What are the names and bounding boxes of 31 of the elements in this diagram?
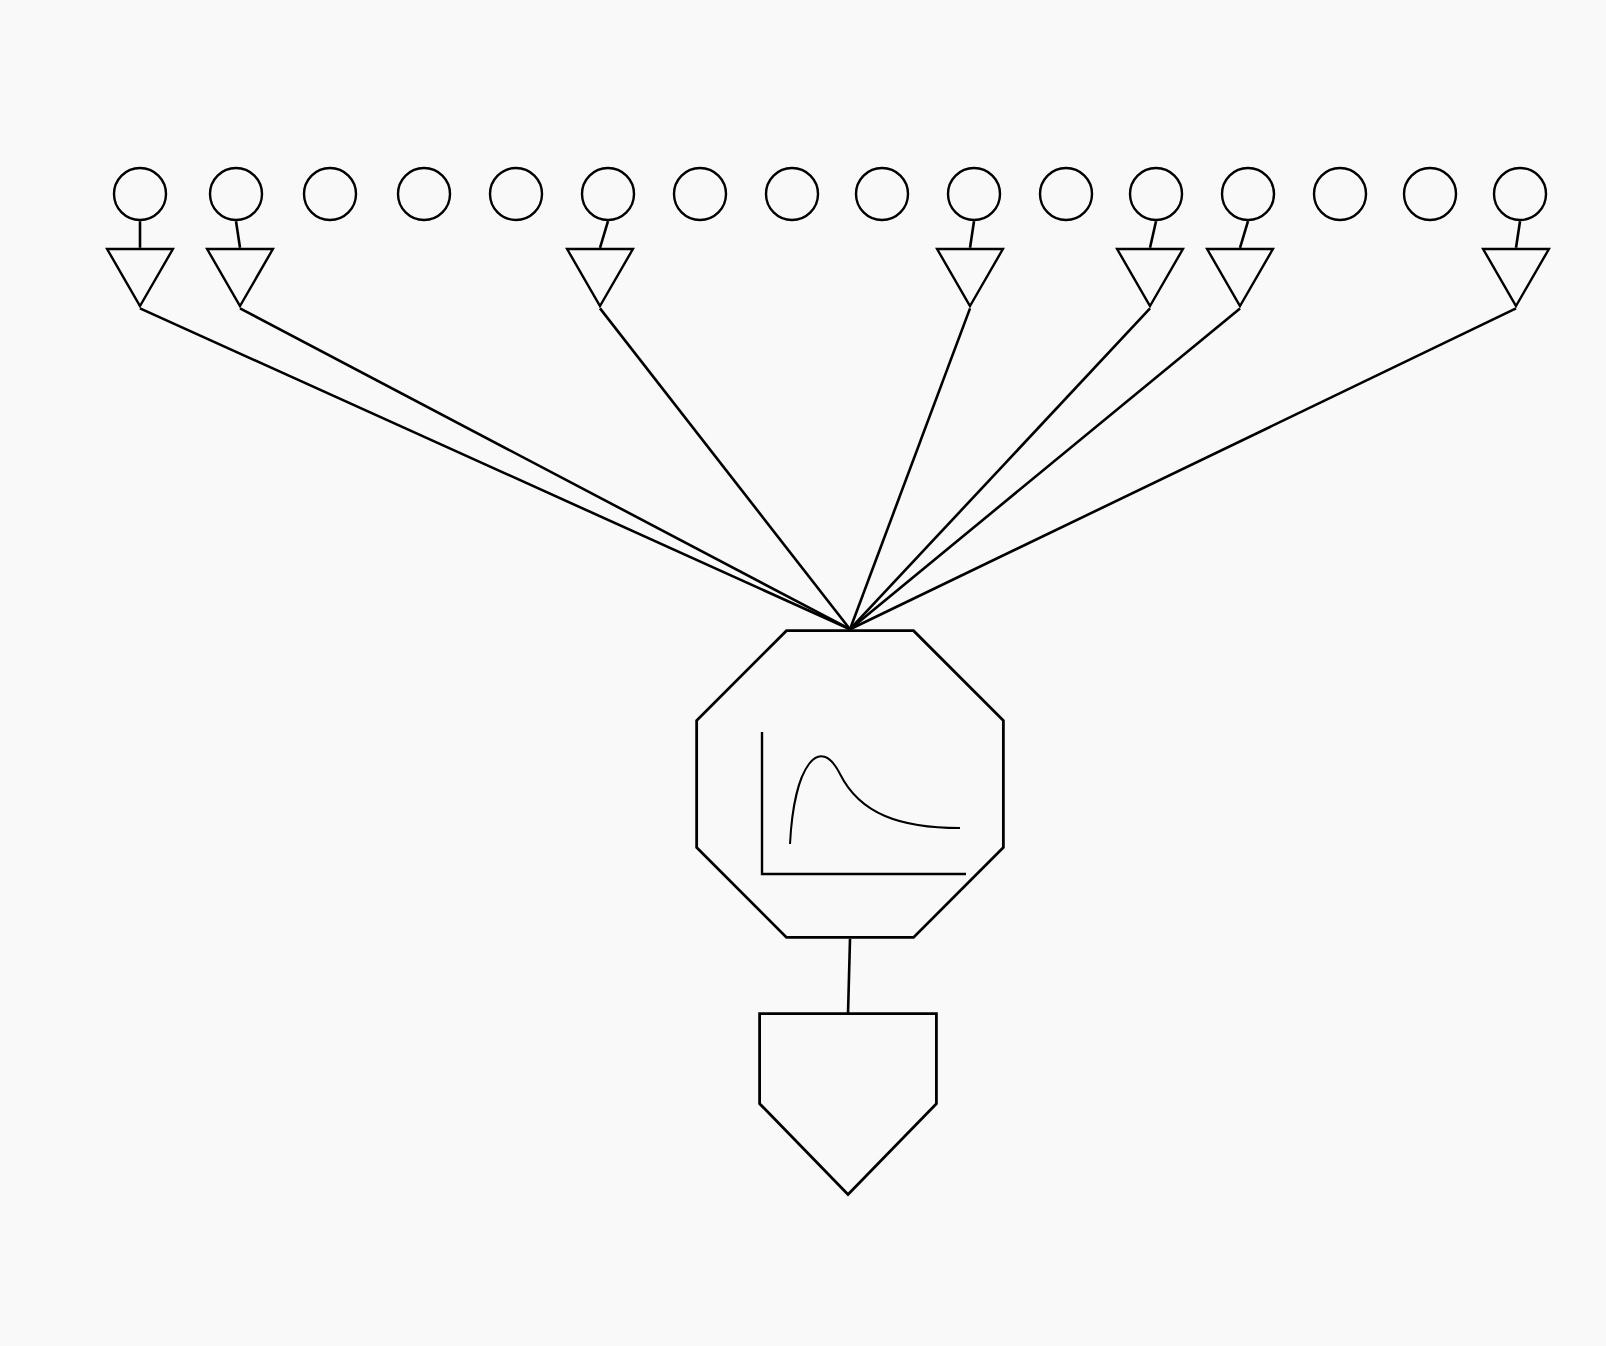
connector-line [846, 938, 852, 1014]
connector-line [849, 307, 1241, 631]
input-circle [488, 166, 544, 222]
connector-line [234, 221, 242, 248]
input-circle [764, 166, 820, 222]
connector-line [1238, 220, 1250, 249]
input-circle [1312, 166, 1368, 222]
input-circle [854, 166, 910, 222]
connector-line [1514, 221, 1522, 248]
input-circle [1492, 166, 1548, 222]
input-circle [112, 166, 168, 222]
output-shape [758, 1012, 938, 1197]
connector-line [599, 307, 852, 630]
input-circle [946, 166, 1002, 222]
connector-line [968, 221, 976, 248]
input-circle [1402, 166, 1458, 222]
connector-line [598, 220, 610, 249]
input-circle [1220, 166, 1276, 222]
connector-line [848, 307, 972, 630]
input-circle [580, 166, 636, 222]
input-circle [672, 166, 728, 222]
connector-line [1148, 220, 1158, 249]
input-circle [302, 166, 358, 222]
connector-line [849, 307, 1517, 631]
connector-line [138, 221, 142, 248]
input-circle [396, 166, 452, 222]
processing-octagon [695, 629, 1005, 939]
input-circle [1128, 166, 1184, 222]
connector-line [849, 307, 1151, 631]
input-circle [208, 166, 264, 222]
input-circle [1038, 166, 1094, 222]
